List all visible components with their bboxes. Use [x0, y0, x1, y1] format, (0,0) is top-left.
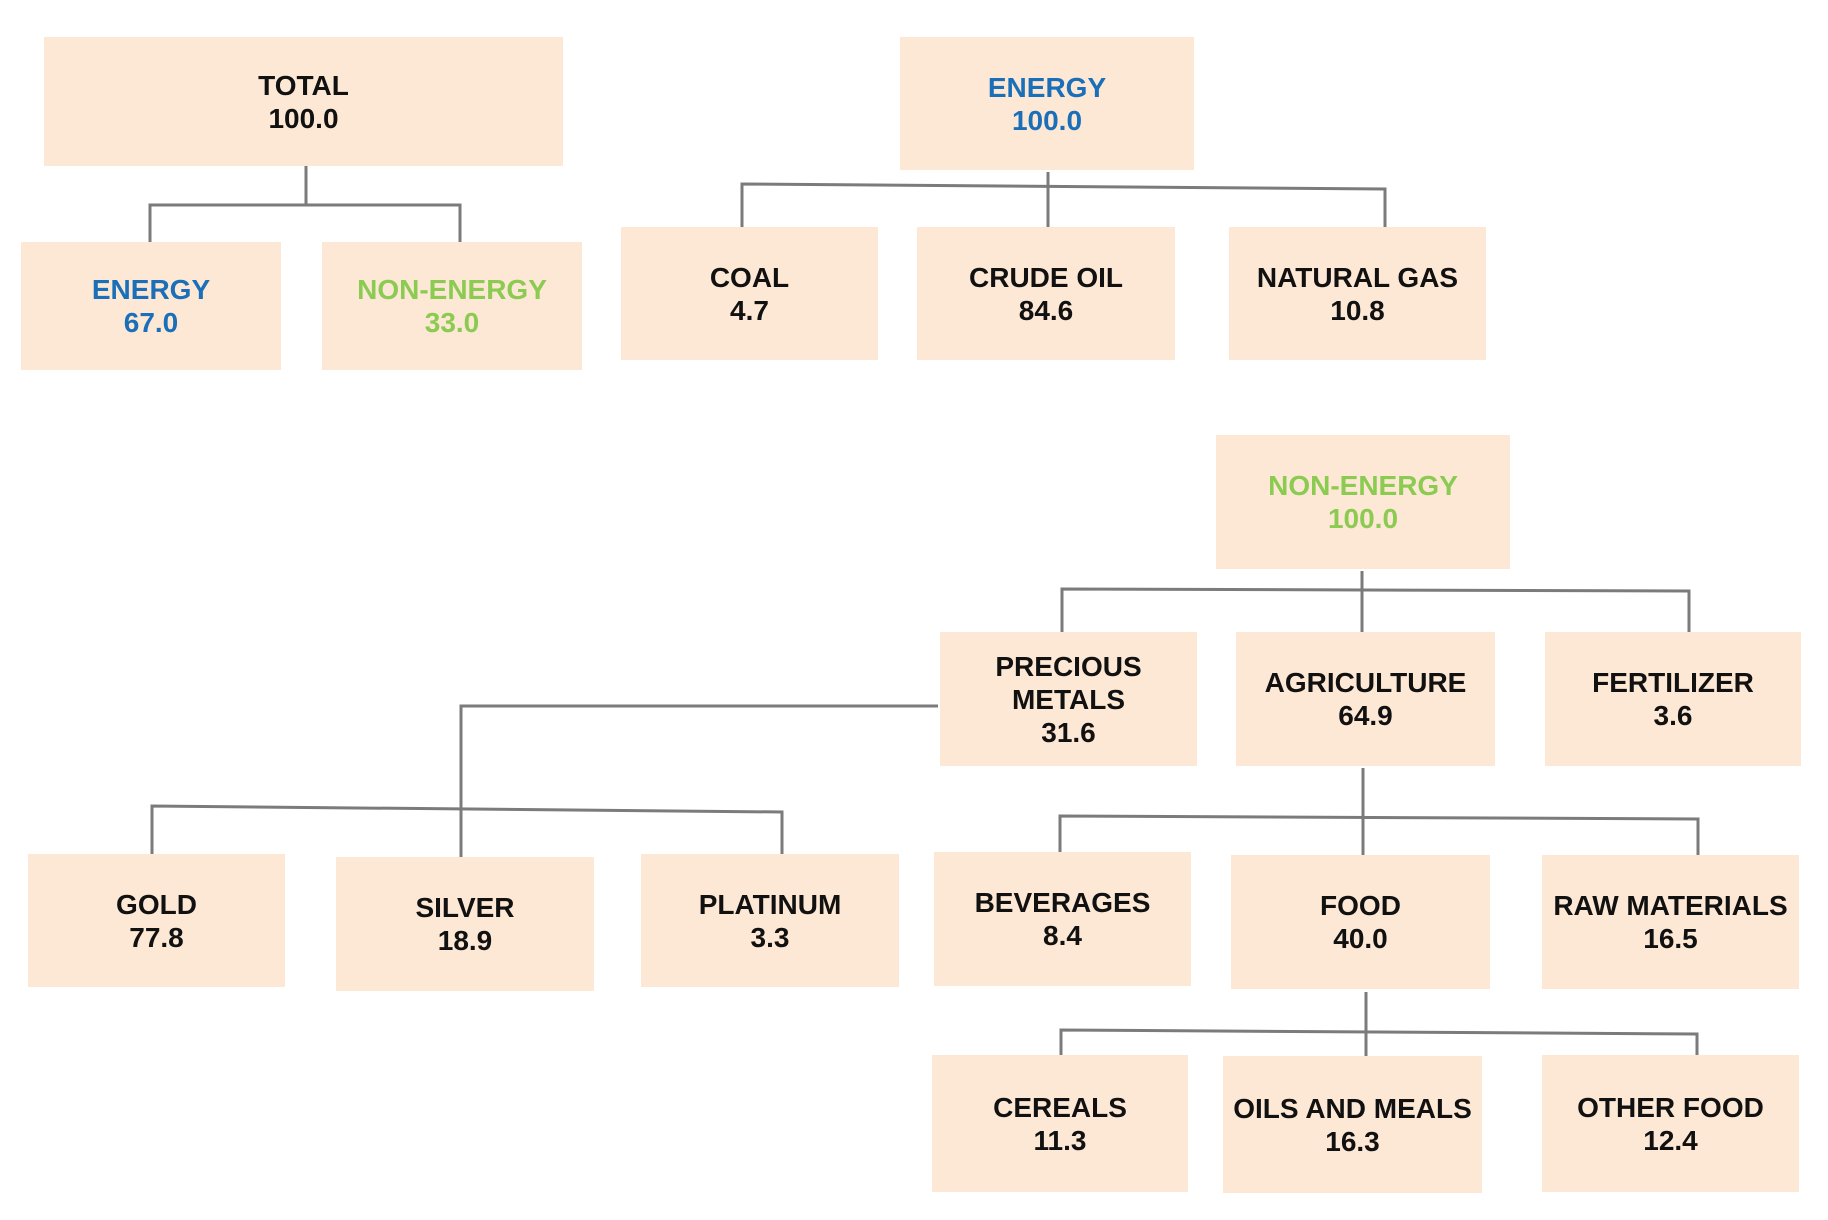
node-platinum-value: 3.3: [750, 921, 790, 953]
node-cereals-label: CEREALS: [993, 1091, 1127, 1123]
node-other-food: OTHER FOOD 12.4: [1542, 1055, 1799, 1192]
node-crude-oil-value: 84.6: [1018, 294, 1074, 326]
node-non-energy: NON-ENERGY 33.0: [322, 242, 582, 370]
node-raw-materials-value: 16.5: [1643, 923, 1698, 954]
node-beverages: BEVERAGES 8.4: [934, 852, 1191, 986]
node-food: FOOD 40.0: [1231, 855, 1490, 989]
node-energy: ENERGY 67.0: [21, 242, 281, 370]
node-cereals-value: 11.3: [1033, 1124, 1087, 1156]
node-platinum: PLATINUM 3.3: [641, 854, 899, 987]
connector-energy-branch: [740, 182, 1387, 228]
node-gold: GOLD 77.8: [28, 854, 285, 987]
node-gold-label: GOLD: [116, 888, 197, 920]
node-crude-oil: CRUDE OIL 84.6: [917, 227, 1175, 360]
node-oils-and-meals-value: 16.3: [1325, 1125, 1380, 1157]
node-raw-materials: RAW MATERIALS 16.5: [1542, 855, 1799, 989]
connector-food-branch: [1059, 1028, 1699, 1068]
node-coal-value: 4.7: [730, 294, 769, 326]
node-gold-value: 77.8: [129, 921, 184, 953]
node-precious-metals: PRECIOUS METALS 31.6: [940, 632, 1197, 766]
node-energy-root: ENERGY 100.0: [900, 37, 1194, 170]
node-total-label: TOTAL: [258, 69, 349, 101]
connector-precious-elbow: [459, 704, 938, 858]
connector-nonenergy-branch: [1060, 587, 1691, 636]
node-coal: COAL 4.7: [621, 227, 878, 360]
node-energy-root-label: ENERGY: [987, 71, 1107, 103]
node-energy-label: ENERGY: [91, 274, 211, 305]
node-beverages-label: BEVERAGES: [974, 887, 1151, 918]
node-beverages-value: 8.4: [1043, 920, 1082, 951]
node-cereals: CEREALS 11.3: [932, 1055, 1188, 1192]
node-coal-label: COAL: [709, 261, 790, 293]
node-crude-oil-label: CRUDE OIL: [969, 261, 1123, 293]
node-raw-materials-label: RAW MATERIALS: [1553, 890, 1788, 921]
node-precious-metals-label-line2: METALS: [1011, 683, 1126, 715]
node-total: TOTAL 100.0: [44, 37, 563, 166]
node-oils-and-meals-label: OILS AND MEALS: [1233, 1092, 1472, 1124]
node-agriculture-label: AGRICULTURE: [1264, 667, 1467, 698]
node-non-energy-label: NON-ENERGY: [357, 274, 547, 305]
node-food-value: 40.0: [1333, 923, 1388, 954]
node-natural-gas-label: NATURAL GAS: [1256, 261, 1459, 293]
node-silver: SILVER 18.9: [336, 857, 594, 991]
node-other-food-label: OTHER FOOD: [1577, 1091, 1764, 1123]
node-fertilizer: FERTILIZER 3.6: [1545, 632, 1801, 766]
node-non-energy-root-value: 100.0: [1327, 503, 1399, 534]
node-energy-root-value: 100.0: [1011, 104, 1083, 136]
node-platinum-label: PLATINUM: [698, 888, 842, 920]
node-non-energy-value: 33.0: [424, 307, 480, 338]
node-precious-metals-value: 31.6: [1041, 716, 1096, 748]
node-agriculture-value: 64.9: [1338, 700, 1393, 731]
node-silver-label: SILVER: [415, 892, 515, 923]
node-natural-gas: NATURAL GAS 10.8: [1229, 227, 1486, 360]
connector-precious-branch: [150, 804, 784, 858]
node-silver-value: 18.9: [437, 925, 493, 956]
node-non-energy-root: NON-ENERGY 100.0: [1216, 435, 1510, 569]
node-fertilizer-value: 3.6: [1653, 700, 1693, 731]
node-total-value: 100.0: [268, 102, 339, 134]
node-oils-and-meals: OILS AND MEALS 16.3: [1223, 1056, 1482, 1193]
node-precious-metals-label-line1: PRECIOUS: [995, 650, 1142, 682]
node-fertilizer-label: FERTILIZER: [1592, 667, 1754, 698]
node-energy-value: 67.0: [123, 307, 179, 338]
connector-total-branch: [148, 203, 462, 246]
node-agriculture: AGRICULTURE 64.9: [1236, 632, 1495, 766]
node-other-food-value: 12.4: [1643, 1124, 1698, 1156]
node-natural-gas-value: 10.8: [1330, 294, 1385, 326]
node-food-label: FOOD: [1320, 890, 1401, 921]
connector-agriculture-branch: [1058, 814, 1700, 858]
node-non-energy-root-label: NON-ENERGY: [1268, 470, 1458, 501]
